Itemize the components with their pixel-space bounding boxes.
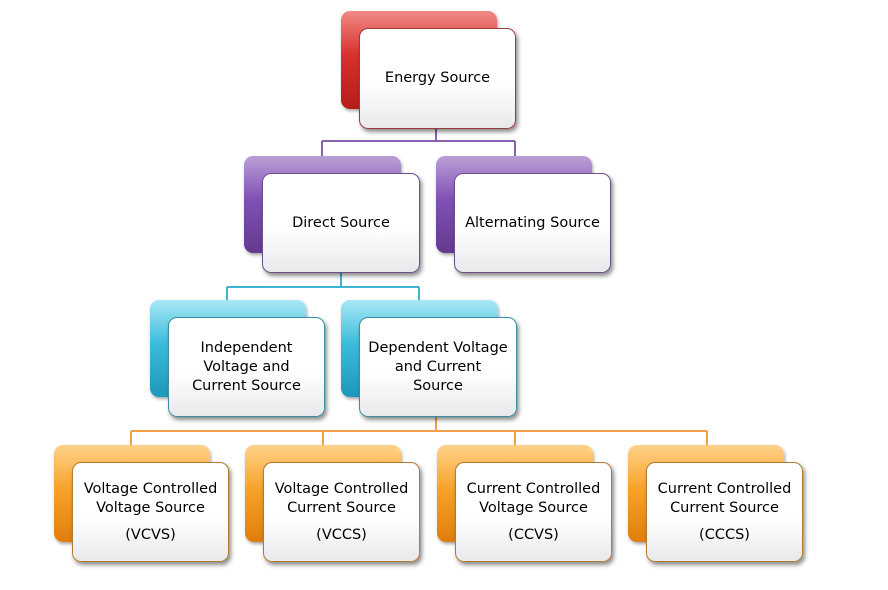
node-vcvs-abbr: (VCVS) xyxy=(125,526,176,543)
node-ccvs: Current Controlled Voltage Source (CCVS) xyxy=(437,445,612,562)
node-alternating-source-label: Alternating Source xyxy=(465,214,600,231)
node-independent-source: Independent Voltage and Current Source xyxy=(150,300,325,417)
node-energy-source-label: Energy Source xyxy=(384,70,491,86)
node-alternating-source: Alternating Source xyxy=(436,156,611,273)
node-direct-source: Direct Source xyxy=(244,156,420,273)
node-direct-source-label: Direct Source xyxy=(292,214,390,231)
node-cccs-abbr: (CCCS) xyxy=(699,526,750,543)
node-ccvs-abbr: (CCVS) xyxy=(508,526,559,543)
node-vcvs-label: Voltage Controlled Voltage Source xyxy=(83,480,218,516)
node-independent-source-label: Independent Voltage and Current Source xyxy=(192,339,301,394)
node-vcvs: Voltage Controlled Voltage Source (VCVS) xyxy=(54,445,229,562)
node-cccs-label: Current Controlled Current Source xyxy=(657,480,792,516)
node-cccs: Current Controlled Current Source (CCCS) xyxy=(628,445,803,562)
node-ccvs-label: Current Controlled Voltage Source xyxy=(466,480,601,516)
node-dependent-source: Dependent Voltage and Current Source xyxy=(341,300,517,417)
node-vccs: Voltage Controlled Current Source (VCCS) xyxy=(245,445,420,562)
node-energy-source: Energy Source xyxy=(341,11,516,129)
node-dependent-source-label: Dependent Voltage and Current Source xyxy=(368,339,508,394)
node-vccs-label: Voltage Controlled Current Source xyxy=(274,480,409,516)
node-vccs-abbr: (VCCS) xyxy=(316,526,367,543)
